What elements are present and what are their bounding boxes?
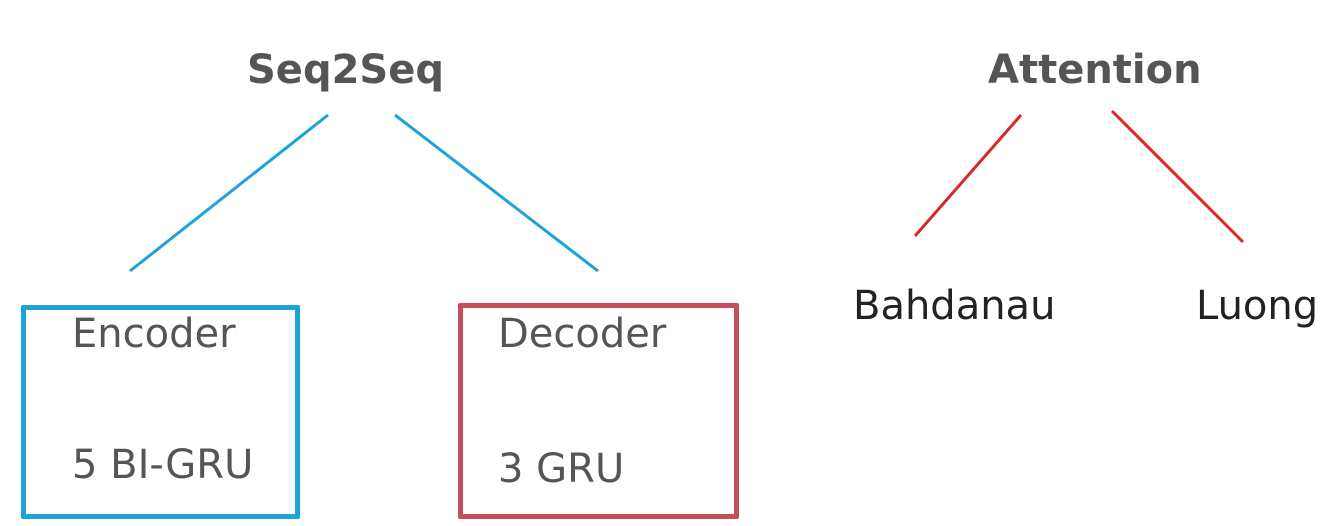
attention-to-bahdanau-line xyxy=(913,114,1023,237)
encoder-detail: 5 BI-GRU xyxy=(72,442,254,488)
attention-child-bahdanau: Bahdanau xyxy=(853,283,1056,329)
seq2seq-to-decoder-line xyxy=(394,113,599,273)
encoder-title: Encoder xyxy=(72,311,236,357)
decoder-title: Decoder xyxy=(498,311,667,357)
decoder-box xyxy=(458,303,739,519)
encoder-box xyxy=(21,305,300,519)
seq2seq-to-encoder-line xyxy=(129,113,329,273)
decoder-detail: 3 GRU xyxy=(498,446,625,492)
attention-title: Attention xyxy=(988,47,1202,93)
attention-to-luong-line xyxy=(1110,109,1245,244)
attention-child-luong: Luong xyxy=(1196,283,1319,329)
seq2seq-title: Seq2Seq xyxy=(247,47,444,93)
